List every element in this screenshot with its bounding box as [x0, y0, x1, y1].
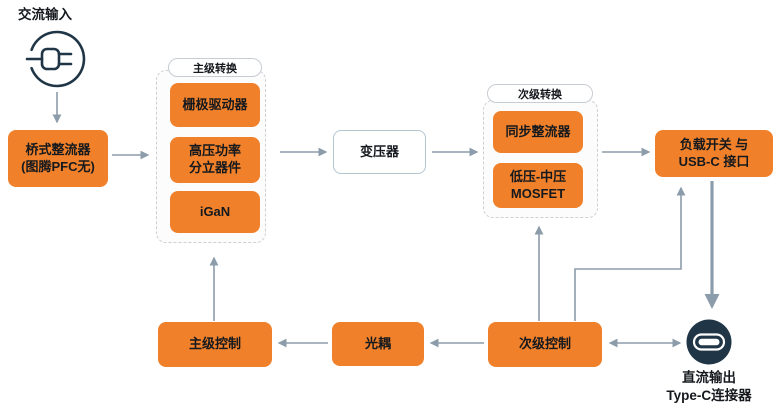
node-primary-control: 主级控制 [158, 322, 272, 367]
node-hv-power-discrete: 高压功率 分立器件 [170, 137, 260, 183]
node-sync-rectifier: 同步整流器 [493, 111, 583, 153]
primary-group-label: 主级转换 [168, 58, 262, 77]
arrow-secondarycontrol-to-loadswitch [574, 186, 686, 321]
ac-plug-icon [25, 30, 86, 88]
ac-input-label: 交流输入 [18, 7, 72, 22]
lv-mv-mosfet-line1: 低压-中压 [509, 168, 567, 184]
node-bridge-rectifier: 桥式整流器 (图腾PFC无) [8, 130, 108, 187]
dc-output-label: 直流输出 Type-C连接器 [639, 369, 779, 405]
hv-power-discrete-line2: 分立器件 [188, 160, 241, 175]
node-secondary-control: 次级控制 [488, 322, 602, 367]
hv-power-discrete-line1: 高压功率 [188, 143, 241, 159]
node-transformer: 变压器 [333, 130, 426, 174]
usb-c-connector-icon [686, 319, 732, 365]
node-optocoupler: 光耦 [332, 322, 424, 366]
bridge-rectifier-line1: 桥式整流器 [25, 141, 91, 157]
node-igan: iGaN [170, 191, 260, 233]
dc-output-line1: 直流输出 [682, 370, 736, 385]
lv-mv-mosfet-line2: MOSFET [510, 185, 566, 201]
load-switch-line2: USB-C 接口 [678, 153, 750, 169]
node-gate-driver: 栅极驱动器 [170, 83, 260, 127]
bridge-rectifier-line2: (图腾PFC无) [21, 158, 95, 174]
load-switch-line1: 负载开关 与 [679, 136, 749, 152]
node-lv-mv-mosfet: 低压-中压 MOSFET [493, 163, 583, 208]
node-load-switch-usbc: 负载开关 与 USB-C 接口 [655, 130, 773, 177]
secondary-group-label: 次级转换 [487, 84, 593, 103]
dc-output-line2: Type-C连接器 [666, 388, 752, 404]
